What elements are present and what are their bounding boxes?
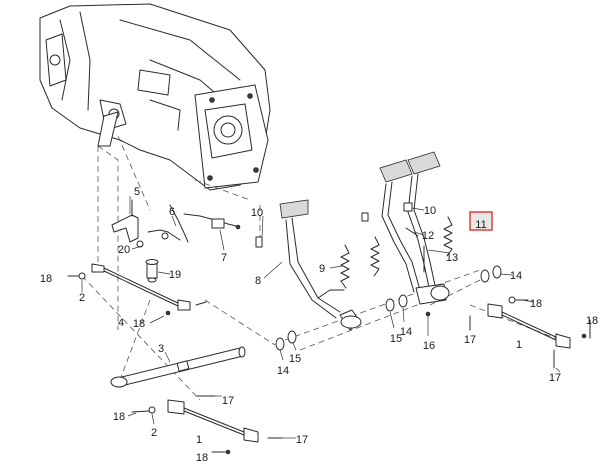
callout-17: 17 <box>222 395 234 407</box>
callout-9: 9 <box>319 263 325 275</box>
callout-6: 6 <box>169 206 175 218</box>
callout-13: 13 <box>446 252 458 264</box>
callout-15: 15 <box>289 353 301 365</box>
bracket-and-cable <box>111 199 241 248</box>
washers <box>275 265 502 351</box>
callout-10: 10 <box>251 207 263 219</box>
callout-16: 16 <box>423 340 435 352</box>
callout-17: 17 <box>296 434 308 446</box>
callout-17: 17 <box>549 372 561 384</box>
callout-10: 10 <box>424 205 436 217</box>
pedal-assembly-left <box>255 199 362 331</box>
callout-14: 14 <box>510 270 522 282</box>
callout-18: 18 <box>586 315 598 327</box>
callout-18: 18 <box>196 452 208 464</box>
cross-shaft <box>110 346 246 388</box>
callout-18: 18 <box>530 298 542 310</box>
callout-17: 17 <box>464 334 476 346</box>
callout-2: 2 <box>79 292 85 304</box>
callout-19: 19 <box>169 269 181 281</box>
callout-5: 5 <box>134 186 140 198</box>
callout-12: 12 <box>422 230 434 242</box>
callout-11[interactable]: 11 <box>475 219 486 231</box>
return-springs <box>340 216 453 289</box>
linkage-rod-lower-left <box>131 395 283 455</box>
callout-18: 18 <box>133 318 145 330</box>
callout-14: 14 <box>277 365 289 377</box>
linkage-rod-right <box>469 296 591 369</box>
callout-2: 2 <box>151 427 157 439</box>
callout-15: 15 <box>390 333 402 345</box>
callout-18: 18 <box>113 411 125 423</box>
callout-1: 1 <box>196 434 202 446</box>
linkage-rod-upper-left <box>67 263 207 316</box>
callout-18: 18 <box>40 273 52 285</box>
pin <box>145 259 159 283</box>
callout-20: 20 <box>118 244 130 256</box>
transmission-housing <box>39 3 271 191</box>
callout-14: 14 <box>400 326 412 338</box>
callout-8: 8 <box>255 275 261 287</box>
callout-7: 7 <box>221 252 227 264</box>
pedal-assembly-right <box>361 151 450 317</box>
highlight-box[interactable] <box>469 211 493 231</box>
callout-3: 3 <box>158 343 164 355</box>
callout-1: 1 <box>516 339 522 351</box>
callout-leaders <box>81 196 561 439</box>
callout-4: 4 <box>118 317 124 329</box>
